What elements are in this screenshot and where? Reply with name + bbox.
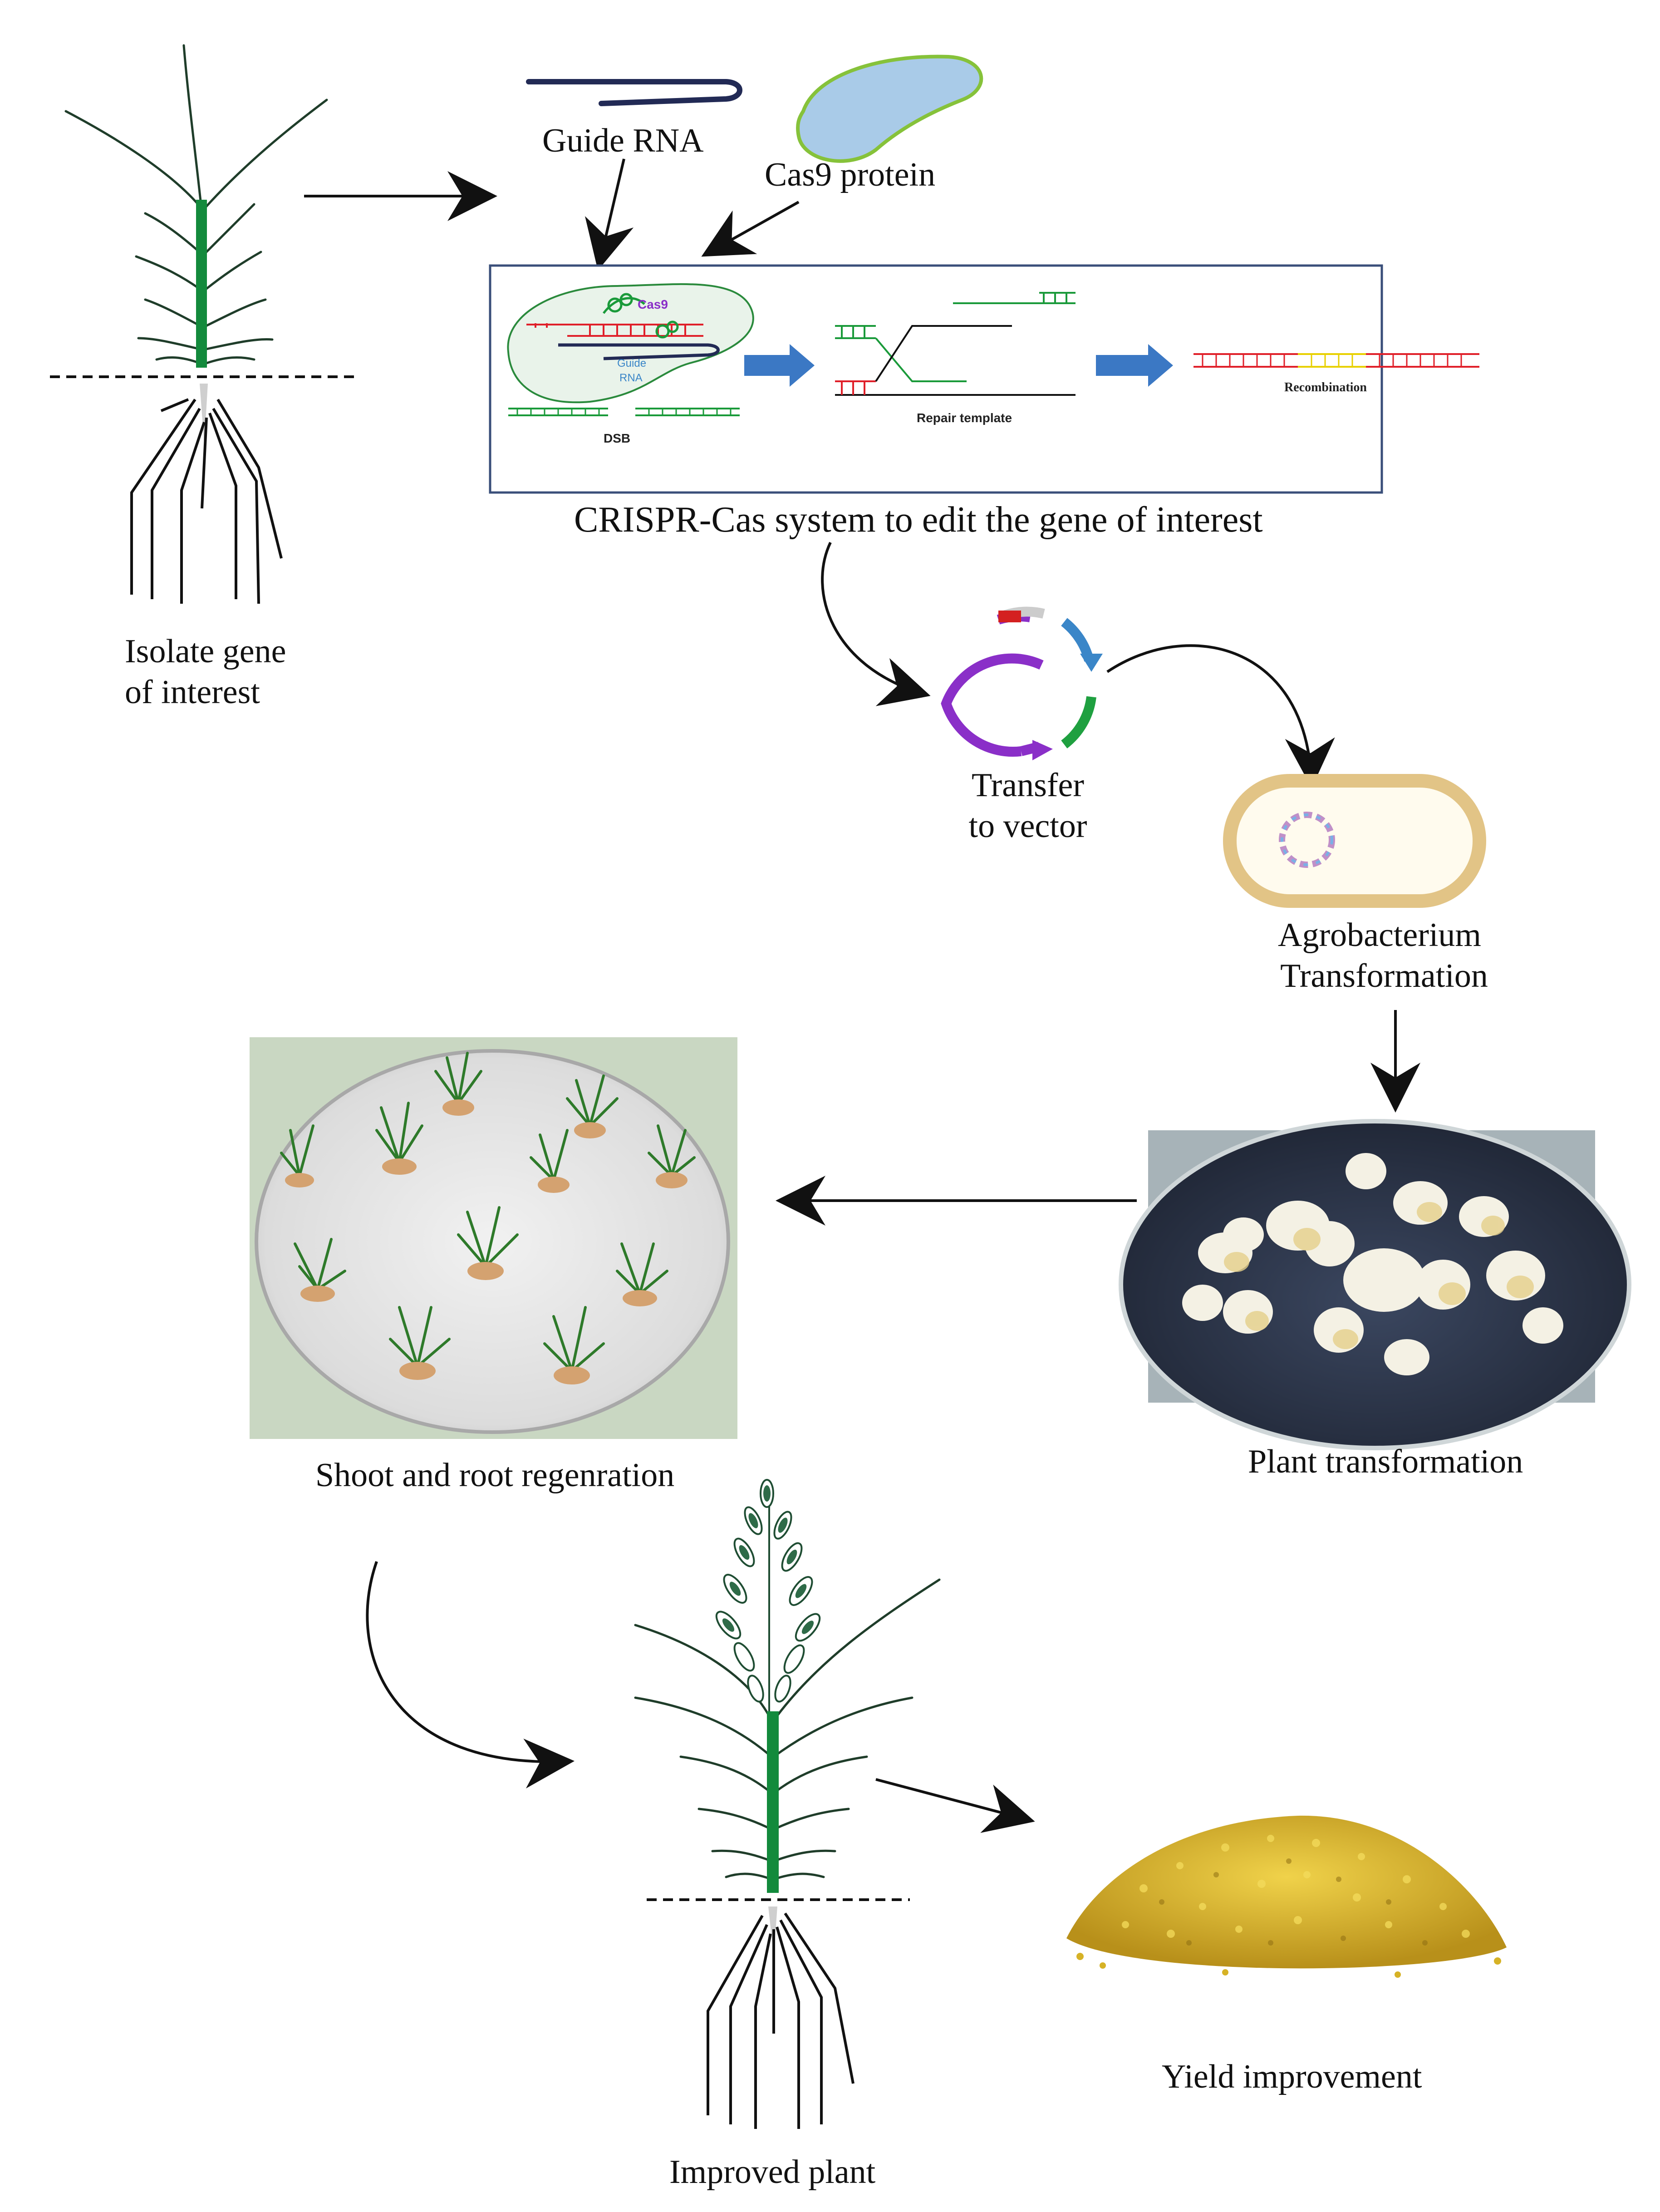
plasmid-vector — [941, 606, 1096, 757]
label-cas9-protein: Cas9 protein — [765, 156, 936, 193]
arrow-to-improved-plant — [366, 1561, 575, 1788]
label-yield-improvement: Yield improvement — [1162, 2058, 1422, 2095]
label-plant-transformation: Plant transformation — [1248, 1443, 1523, 1480]
label-isolate-gene-line1: Isolate gene — [125, 633, 286, 670]
arrow-guide-rna-to-inset — [585, 158, 634, 271]
plasmid-red-marker — [998, 611, 1021, 622]
label-agrobacterium-line1: Agrobacterium — [1278, 916, 1481, 954]
label-transfer-line2: to vector — [968, 808, 1087, 845]
arrow-to-vector — [821, 542, 931, 706]
plasmid-blue-arrowhead — [1080, 654, 1103, 672]
label-improved-plant: Improved plant — [669, 2153, 876, 2191]
block-arrow-2 — [1096, 344, 1173, 387]
inset-dsb-label: DSB — [604, 431, 630, 445]
block-arrow-1 — [744, 344, 815, 387]
inset-guide-label-2: RNA — [619, 372, 643, 384]
label-agrobacterium-line2: Transformation — [1280, 957, 1488, 995]
seed-pile-image — [1066, 1815, 1507, 1978]
agrobacterium-cell — [1223, 774, 1486, 908]
inset-recombination-label: Recombination — [1284, 380, 1367, 394]
arrow-to-yield — [875, 1778, 1035, 1833]
plant-illustration-top — [50, 44, 354, 604]
improved-plant-illustration — [634, 1479, 941, 2129]
label-isolate-gene-line2: of interest — [125, 674, 260, 711]
inset-repair-label: Repair template — [917, 411, 1012, 425]
inset-cas9-label: Cas9 — [638, 297, 668, 311]
arrow-to-agrobacterium — [1106, 644, 1335, 788]
plasmid-purple-arrowhead — [1032, 740, 1053, 760]
cas9-protein-blob — [796, 54, 983, 163]
arrow-cas9-to-inset — [701, 201, 800, 257]
guide-rna-strand — [526, 79, 742, 106]
crispr-inset-box: Cas9 Guide RNA DSB — [489, 264, 1479, 494]
label-crispr-system: CRISPR-Cas system to edit the gene of in… — [574, 500, 1263, 540]
label-guide-rna: Guide RNA — [542, 122, 704, 159]
plant-transformation-photo — [1119, 1119, 1631, 1450]
label-shoot-root-regeneration: Shoot and root regenration — [315, 1457, 675, 1494]
label-transfer-line1: Transfer — [971, 767, 1085, 804]
inset-guide-label-1: Guide — [617, 357, 646, 369]
shoot-root-regeneration-photo — [250, 1037, 737, 1439]
